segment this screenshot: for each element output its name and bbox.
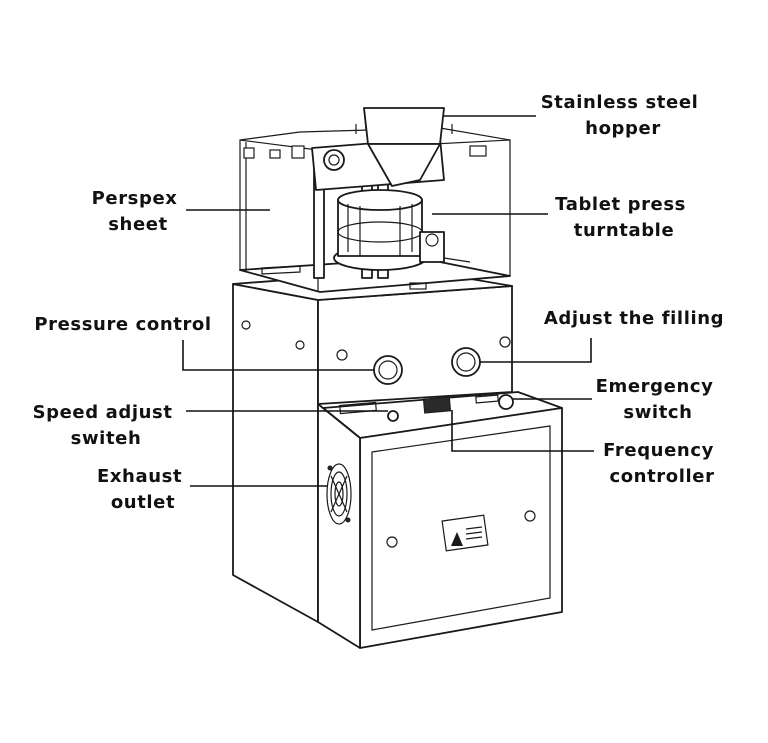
label-frequency-line2: controller	[609, 466, 714, 487]
label-exhaust-line2: outlet	[111, 492, 175, 513]
tablet-press-turntable	[334, 190, 470, 270]
speed-switch	[388, 411, 398, 421]
hinge	[244, 148, 254, 158]
bolt	[500, 337, 510, 347]
label-emergency-line1: Emergency	[596, 376, 714, 397]
label-emergency: Emergency switch	[596, 376, 721, 423]
exhaust-fan-icon	[327, 464, 351, 524]
body-front-panel	[318, 286, 512, 404]
label-filling: Adjust the filling	[544, 308, 724, 329]
label-turntable: Tablet press turntable	[555, 194, 693, 241]
bolt	[296, 341, 304, 349]
label-speed-line2: switeh	[71, 428, 142, 449]
body-side-panel	[233, 284, 318, 622]
hinge	[470, 146, 486, 156]
emergency-button	[499, 395, 513, 409]
label-hopper: Stainless steel hopper	[541, 92, 706, 139]
frequency-controller-display	[423, 397, 450, 413]
label-perspex-line2: sheet	[108, 214, 168, 235]
label-exhaust-line1: Exhaust	[97, 466, 182, 487]
warning-triangle-icon	[442, 515, 488, 551]
filling-adjust-knob	[452, 348, 480, 376]
label-filling-line1: Adjust the filling	[544, 308, 724, 329]
label-perspex: Perspex sheet	[92, 188, 185, 235]
label-emergency-line2: switch	[623, 402, 692, 423]
label-turntable-line1: Tablet press	[555, 194, 686, 215]
door-bolt	[525, 511, 535, 521]
label-speed: Speed adjust switeh	[33, 402, 180, 449]
label-turntable-line2: turntable	[574, 220, 675, 241]
label-frequency-line1: Frequency	[603, 440, 714, 461]
label-frequency: Frequency controller	[603, 440, 721, 487]
door-bolt	[387, 537, 397, 547]
label-exhaust: Exhaust outlet	[97, 466, 189, 513]
label-pressure: Pressure control	[34, 314, 211, 335]
bolt	[337, 350, 347, 360]
label-speed-line1: Speed adjust	[33, 402, 173, 423]
machine-illustration	[233, 108, 562, 648]
label-hopper-line2: hopper	[585, 118, 661, 139]
hinge	[270, 150, 280, 158]
label-pressure-line1: Pressure control	[34, 314, 211, 335]
cabinet-side	[318, 404, 360, 648]
label-perspex-line1: Perspex	[92, 188, 178, 209]
hinge	[292, 146, 304, 158]
label-hopper-line1: Stainless steel	[541, 92, 699, 113]
pressure-control-knob	[374, 356, 402, 384]
bolt	[242, 321, 250, 329]
